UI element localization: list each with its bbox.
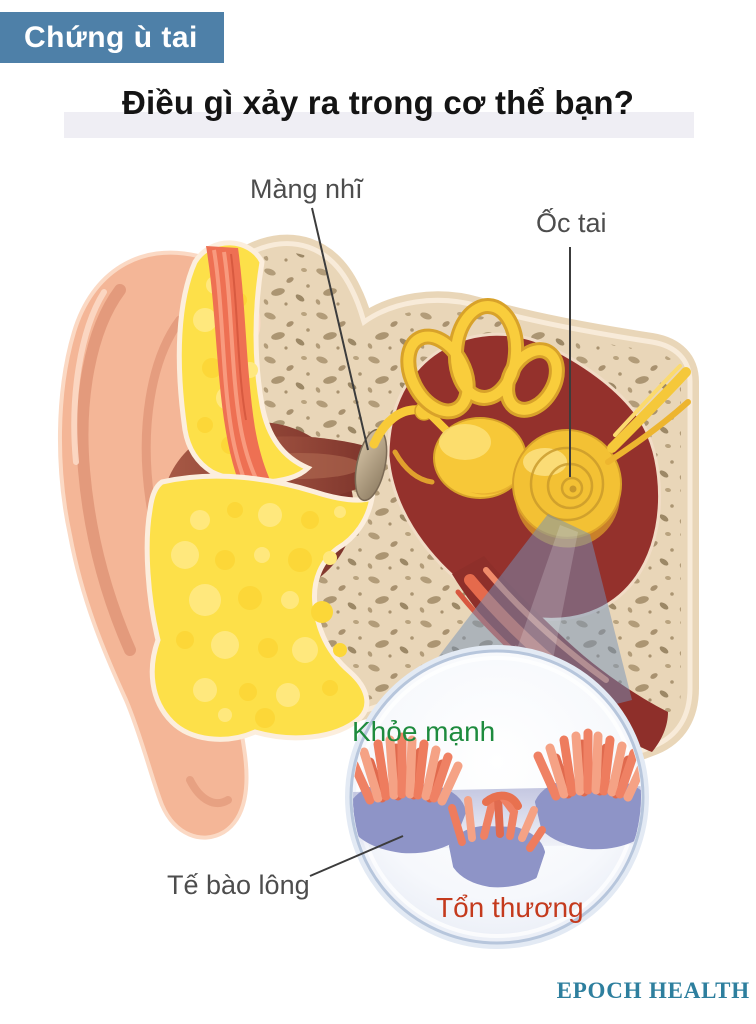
page-title: Điều gì xảy ra trong cơ thể bạn? [121,84,635,121]
leader-lines [309,207,571,877]
hair-cells-leader-line [309,835,404,877]
label-damaged: Tổn thương [436,892,584,923]
brand-logo: EPOCH HEALTH [556,978,750,1003]
auditory-nerve-icon [605,364,691,465]
fat-bubbles-lower [171,502,347,728]
healthy-hair-cells-left [352,737,463,850]
label-hair-cells: Tế bào lông [167,870,310,900]
label-eardrum: Màng nhĩ [250,174,363,204]
title-highlight-band [64,112,694,138]
label-healthy: Khỏe mạnh [352,716,496,747]
damaged-hair-cells [448,791,546,888]
eardrum-leader-line [311,207,369,451]
fat-tissue-lower [144,473,376,742]
healthy-hair-cells-right [538,733,649,846]
label-cochlea: Ốc tai [536,208,607,238]
hair-cell-inset [345,645,649,949]
semicircular-canals [400,298,565,420]
topic-badge: Chứng ù tai [0,12,224,63]
